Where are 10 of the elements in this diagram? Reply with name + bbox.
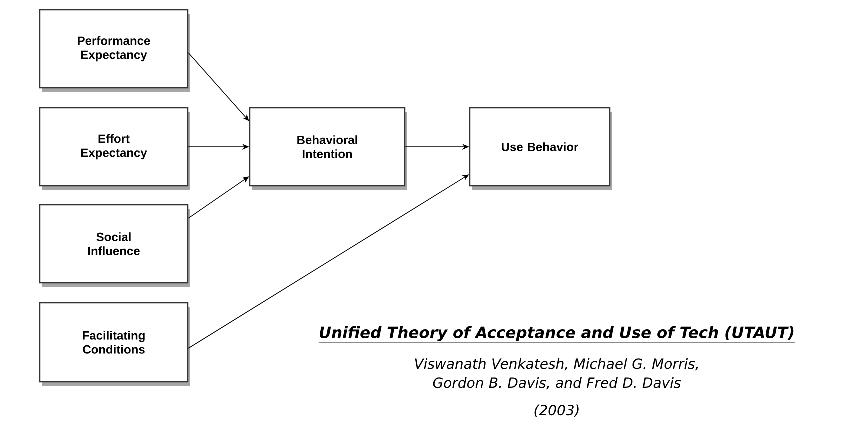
process-box: Social Influence [39, 204, 190, 287]
arrow [188, 52, 250, 122]
title: Unified Theory of Acceptance and Use of Tech (UTAUT) [318, 326, 796, 344]
process-box: Facilitating Conditions [39, 302, 190, 386]
author-note: (2003) [534, 404, 579, 418]
author-note: Viswanath Venkatesh, Michael G. Morris, Gordon B. Davis, and Fred D. Davis [415, 358, 698, 390]
process-box: Behavioral Intention [249, 107, 407, 190]
process-box: Performance Expectancy [39, 9, 190, 92]
process-box: Effort Expectancy [39, 107, 190, 190]
process-box: Use Behavior [469, 107, 612, 190]
